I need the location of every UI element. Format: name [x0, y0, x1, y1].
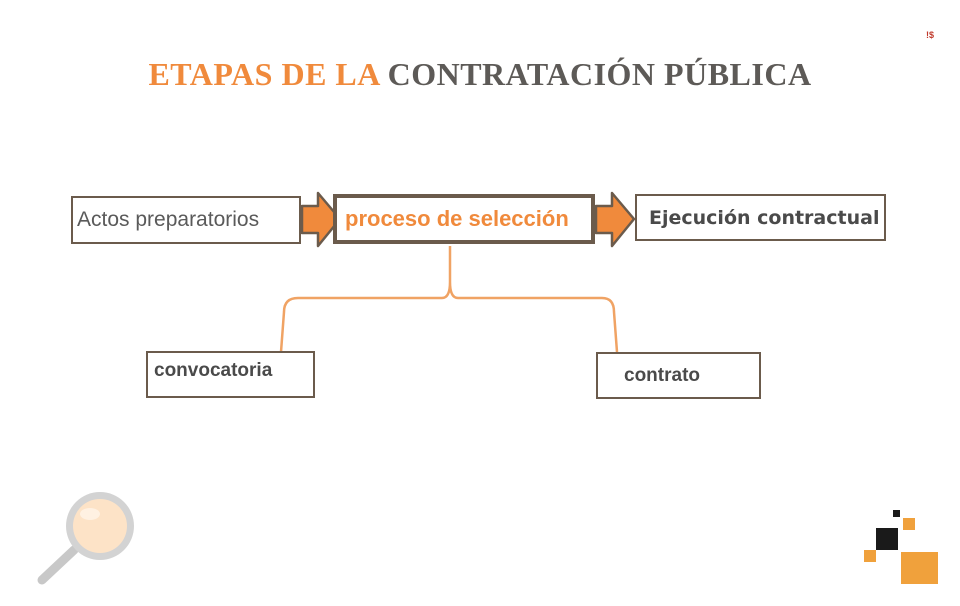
- brace-connector: [279, 246, 619, 353]
- step-proceso-seleccion: proceso de selección: [333, 194, 595, 244]
- step-label: Actos preparatorios: [77, 208, 260, 231]
- arrow-right-icon: [594, 191, 636, 248]
- step-label: proceso de selección: [345, 206, 569, 231]
- step-label: Ejecución contractual: [649, 206, 880, 229]
- magnifier-icon: [37, 492, 134, 585]
- arrow-right-icon: [300, 191, 342, 248]
- logo-squares-icon: [864, 510, 938, 584]
- child-contrato: contrato: [596, 352, 761, 399]
- step-actos-preparatorios: Actos preparatorios: [71, 196, 301, 244]
- child-label: contrato: [624, 364, 700, 386]
- child-convocatoria: convocatoria: [146, 351, 315, 398]
- page-title: ETAPAS DE LA CONTRATACIÓN PÚBLICA: [0, 56, 960, 93]
- child-label: convocatoria: [154, 360, 273, 381]
- corner-mark: !$: [925, 30, 934, 40]
- title-part-2: CONTRATACIÓN PÚBLICA: [387, 56, 812, 92]
- step-ejecucion-contractual: Ejecución contractual: [635, 194, 886, 241]
- title-part-1: ETAPAS DE LA: [148, 56, 380, 92]
